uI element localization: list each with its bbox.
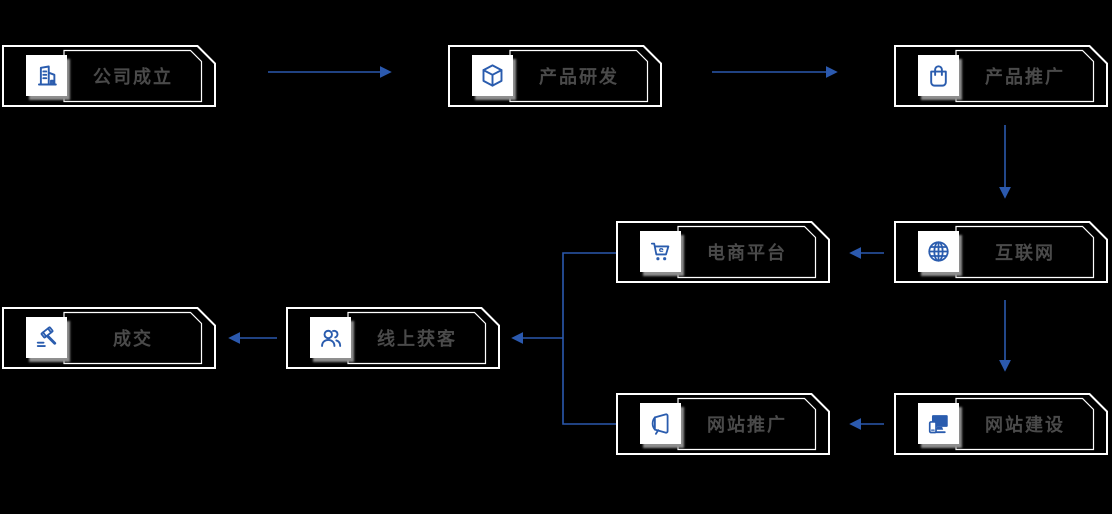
node-label: 网站建设: [985, 415, 1065, 435]
svg-text:e: e: [659, 245, 664, 254]
node-website-construction: 网站建设: [894, 393, 1108, 455]
node-product-rd: 产品研发: [448, 45, 662, 107]
ecommerce-cart-icon: e: [640, 231, 681, 272]
node-label: 网站推广: [707, 415, 787, 435]
devices-icon: [918, 403, 959, 444]
node-label: 公司成立: [93, 67, 173, 87]
node-label: 成交: [113, 329, 153, 349]
gavel-icon: [26, 317, 67, 358]
merge-connector: [562, 252, 616, 425]
node-label: 产品推广: [985, 67, 1065, 87]
building-icon: [26, 55, 67, 96]
node-ecommerce-platform: e 电商平台: [616, 221, 830, 283]
node-website-promotion: 网站推广: [616, 393, 830, 455]
cube-icon: [472, 55, 513, 96]
node-company-founded: 公司成立: [2, 45, 216, 107]
users-icon: [310, 317, 351, 358]
globe-icon: [918, 231, 959, 272]
node-internet: 互联网: [894, 221, 1108, 283]
node-label: 电商平台: [707, 243, 787, 263]
node-label: 互联网: [995, 243, 1055, 263]
node-deal-closed: 成交: [2, 307, 216, 369]
shopping-bag-icon: [918, 55, 959, 96]
node-product-promotion: 产品推广: [894, 45, 1108, 107]
node-label: 产品研发: [539, 67, 619, 87]
node-label: 线上获客: [377, 329, 457, 349]
megaphone-icon: [640, 403, 681, 444]
node-online-customer-acquisition: 线上获客: [286, 307, 500, 369]
